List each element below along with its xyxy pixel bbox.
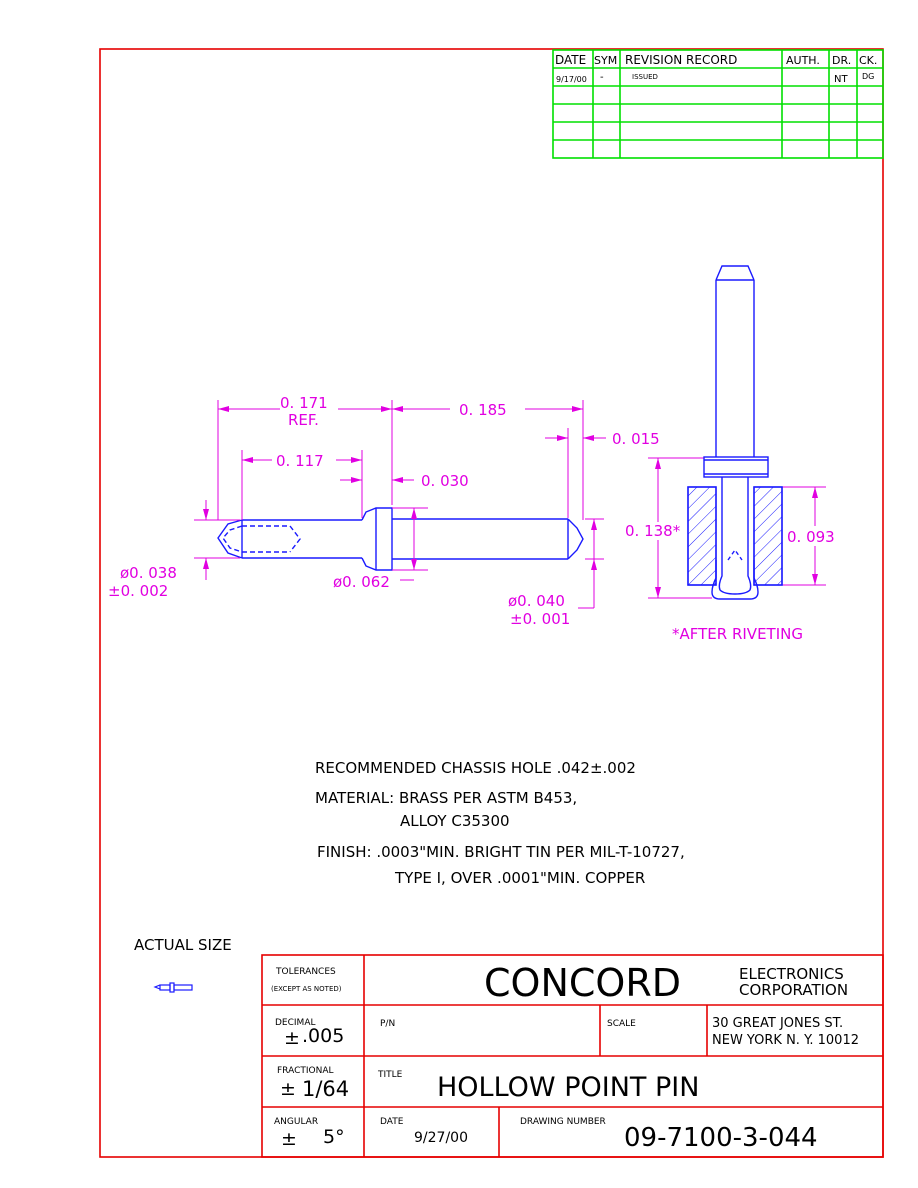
drawing-number: 09-7100-3-044 [624, 1123, 818, 1153]
rev-header-sym: SYM [594, 54, 617, 67]
except-noted-label: (EXCEPT AS NOTED) [271, 985, 342, 993]
dim-0171: 0. 171 [280, 394, 328, 412]
drawing-number-label: DRAWING NUMBER [520, 1117, 606, 1127]
rev-row-date: 9/17/00 [556, 75, 587, 84]
note-finish-2: TYPE I, OVER .0001"MIN. COPPER [394, 869, 645, 887]
dimension-arrows [203, 406, 818, 598]
dim-0015: 0. 015 [612, 430, 660, 448]
company-sub-2: CORPORATION [739, 981, 848, 999]
rev-row-ck: DG [862, 72, 874, 81]
dim-0138: 0. 138* [625, 522, 681, 540]
dim-0038-tolerance: ±0. 002 [108, 582, 168, 600]
fractional-pm: ± [280, 1078, 296, 1100]
rev-row-sym: - [600, 72, 604, 83]
dim-0030: 0. 030 [421, 472, 469, 490]
decimal-label: DECIMAL [275, 1018, 316, 1028]
address-line-2: NEW YORK N. Y. 10012 [712, 1033, 859, 1048]
address-line-1: 30 GREAT JONES ST. [712, 1016, 843, 1031]
pn-label: P/N [380, 1019, 395, 1029]
rev-header-ck: CK. [859, 54, 877, 67]
scale-label: SCALE [607, 1019, 636, 1029]
angular-label: ANGULAR [274, 1117, 318, 1127]
dim-0185: 0. 185 [459, 401, 507, 419]
title-value: HOLLOW POINT PIN [437, 1072, 699, 1103]
dim-0062: ø0. 062 [333, 573, 390, 591]
note-finish-1: FINISH: .0003"MIN. BRIGHT TIN PER MIL-T-… [317, 843, 685, 861]
rev-row-dr: NT [834, 74, 848, 85]
dim-0040-tolerance: ±0. 001 [510, 610, 570, 628]
rev-header-date: DATE [555, 53, 586, 67]
title-block [261, 954, 884, 1158]
fractional-label: FRACTIONAL [277, 1066, 334, 1076]
dim-0093: 0. 093 [787, 528, 835, 546]
date-value: 9/27/00 [414, 1130, 468, 1146]
rev-header-auth: AUTH. [786, 54, 820, 67]
pin-riveted-view [687, 265, 783, 600]
rev-header-record: REVISION RECORD [625, 53, 737, 67]
dim-ref: REF. [288, 411, 319, 429]
decimal-pm: ± [284, 1027, 300, 1049]
actual-size-pin [153, 982, 193, 993]
tolerances-label: TOLERANCES [275, 967, 336, 977]
company-name: CONCORD [484, 961, 681, 1005]
note-chassis-hole: RECOMMENDED CHASSIS HOLE .042±.002 [315, 759, 636, 777]
rev-row-record: ISSUED [632, 73, 658, 81]
title-label: TITLE [377, 1070, 403, 1080]
actual-size-label: ACTUAL SIZE [134, 936, 232, 954]
fractional-value: 1/64 [302, 1077, 349, 1101]
angular-value: 5° [323, 1126, 345, 1148]
date-label: DATE [380, 1117, 404, 1127]
dim-0117: 0. 117 [276, 452, 324, 470]
dimension-lines [194, 400, 826, 609]
dim-0038: ø0. 038 [120, 564, 177, 582]
rev-header-dr: DR. [832, 54, 851, 67]
pin-side-view [217, 507, 584, 571]
angular-pm: ± [281, 1128, 297, 1150]
note-material-1: MATERIAL: BRASS PER ASTM B453, [315, 789, 577, 807]
company-sub-1: ELECTRONICS [739, 965, 844, 983]
dim-0040: ø0. 040 [508, 592, 565, 610]
decimal-value: .005 [302, 1025, 344, 1047]
revision-table [552, 49, 884, 159]
note-material-2: ALLOY C35300 [400, 812, 510, 830]
after-riveting-note: *AFTER RIVETING [672, 625, 803, 643]
